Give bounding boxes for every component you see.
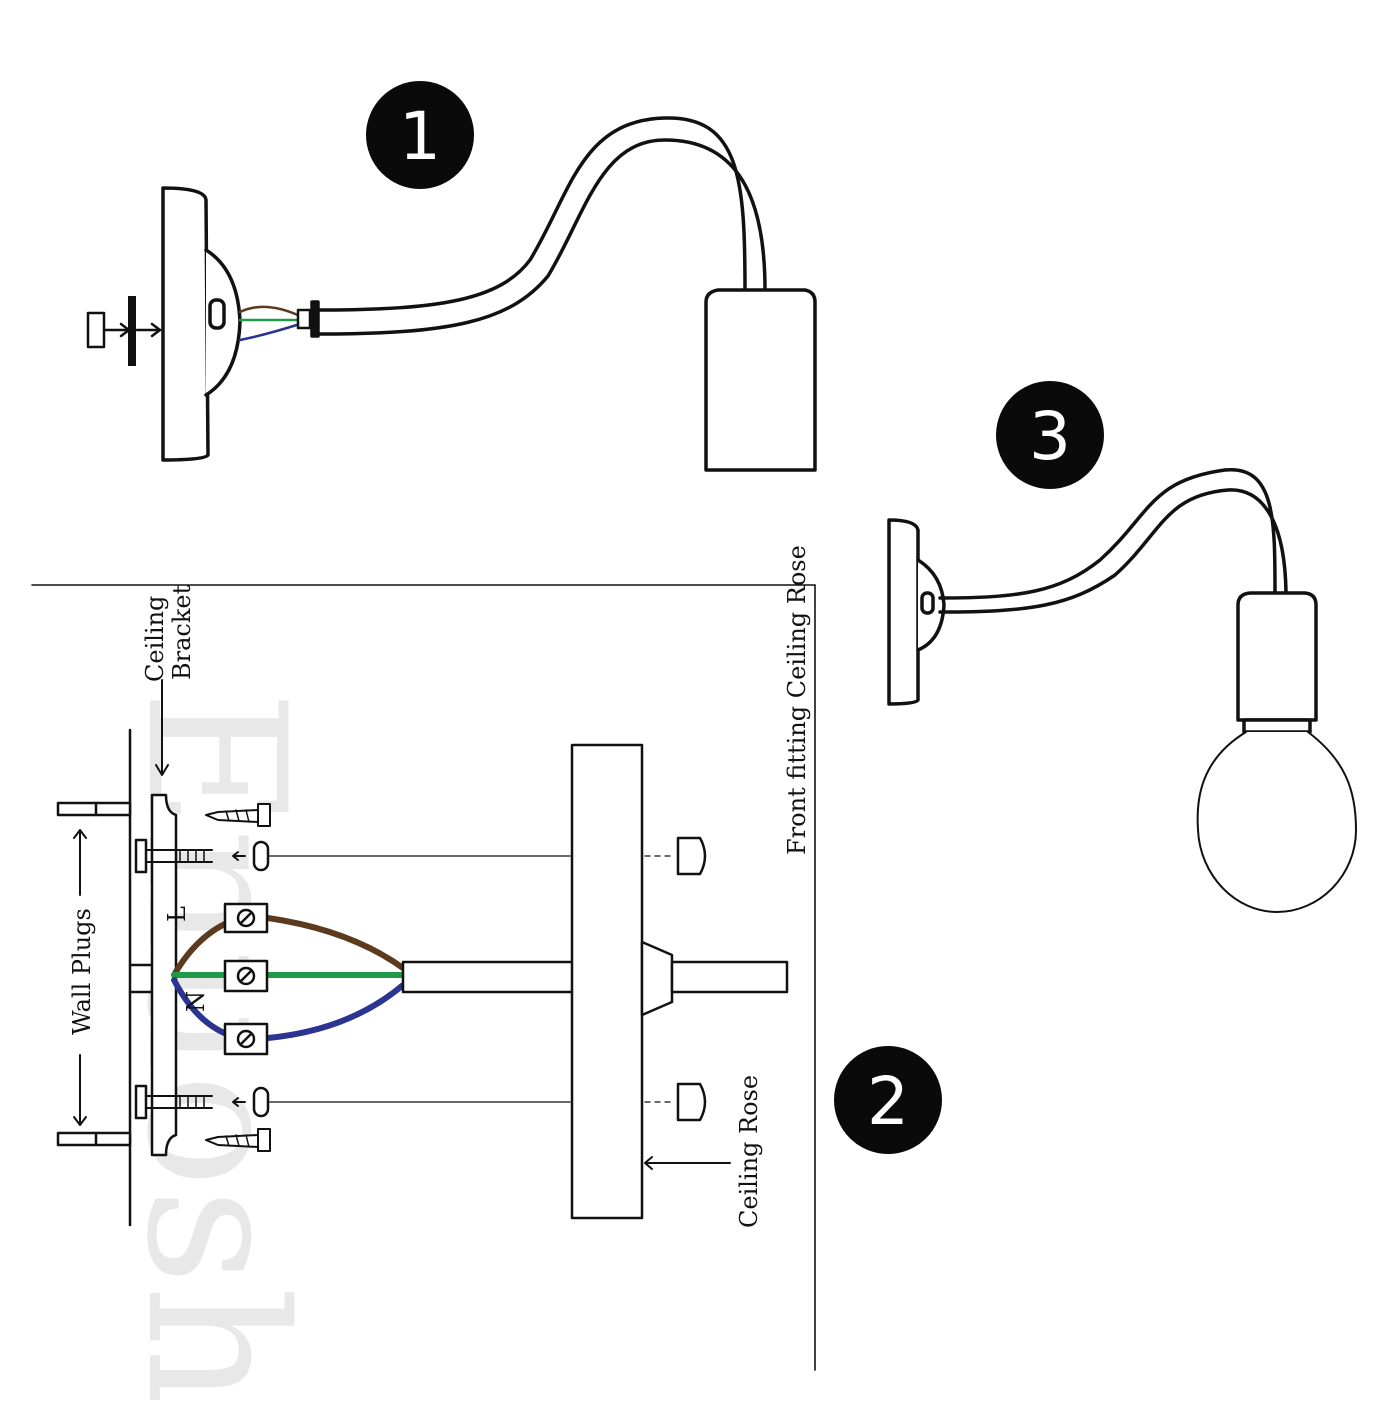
label-ceiling-bracket-line1: Ceiling (141, 596, 169, 682)
label-live: L (163, 906, 191, 922)
svg-text:3: 3 (1029, 398, 1071, 475)
step-1-badge: 1 (366, 81, 474, 189)
label-wall-plugs: Wall Plugs (68, 908, 96, 1035)
label-neutral: N (182, 991, 210, 1012)
terminal-block-earth (223, 959, 269, 993)
terminal-block-neutral (223, 1022, 269, 1056)
step-3-wall-light-with-bulb (887, 468, 1357, 913)
step-2-badge: 2 (834, 1046, 942, 1154)
step-1-wall-light (86, 116, 817, 472)
svg-text:2: 2 (867, 1063, 909, 1140)
step-2-wiring-diagram (56, 679, 789, 1227)
label-ceiling-bracket-line2: Bracket (168, 584, 196, 680)
label-ceiling-rose: Ceiling Rose (735, 1075, 763, 1228)
watermark: Enuoshi (105, 690, 326, 1400)
terminal-block-live (223, 902, 269, 934)
label-front-fitting-ceiling-rose: Front fitting Ceiling Rose (783, 545, 811, 855)
step-2-frame (31, 584, 816, 1371)
svg-text:1: 1 (399, 98, 441, 175)
step-3-badge: 3 (996, 381, 1104, 489)
